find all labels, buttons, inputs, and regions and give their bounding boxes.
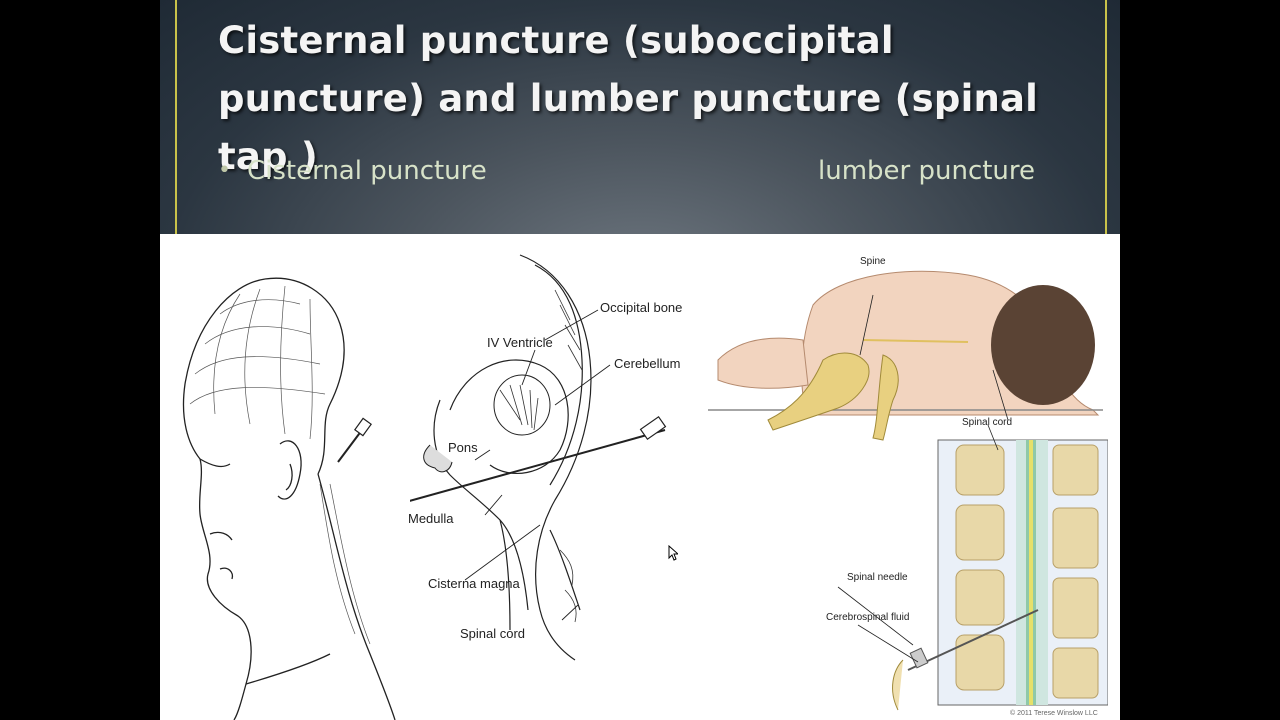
label-spinal-cord-left: Spinal cord — [460, 626, 526, 641]
slide-header: Cisternal puncture (suboccipital punctur… — [160, 0, 1120, 234]
bullet-cisternal: • Cisternal puncture — [218, 156, 487, 186]
sagittal-section-illustration — [410, 254, 667, 661]
label-spine: Spine — [860, 256, 886, 267]
label-spinal-cord-right: Spinal cord — [962, 417, 1013, 428]
label-medulla: Medulla — [408, 511, 454, 526]
label-pons: Pons — [448, 440, 478, 455]
bullet-dot-icon: • — [218, 158, 231, 183]
mouse-pointer-icon — [668, 545, 678, 561]
label-iv-ventricle: IV Ventricle — [487, 335, 553, 350]
slide: Cisternal puncture (suboccipital punctur… — [160, 0, 1120, 720]
label-cerebrospinal-fluid: Cerebrospinal fluid — [826, 612, 910, 623]
label-lumber: lumber puncture — [818, 156, 1036, 186]
label-cisterna-magna: Cisterna magna — [428, 576, 520, 591]
bullet-cisternal-label: Cisternal puncture — [246, 156, 487, 186]
label-cerebellum: Cerebellum — [614, 356, 681, 371]
accent-rule-left — [175, 0, 177, 234]
slide-title: Cisternal puncture (suboccipital punctur… — [218, 19, 1039, 178]
head-profile-illustration — [182, 277, 396, 720]
accent-rule-right — [1105, 0, 1107, 234]
lumbar-puncture-illustration — [708, 270, 1108, 711]
label-spinal-needle: Spinal needle — [847, 572, 908, 583]
label-occipital-bone: Occipital bone — [600, 300, 683, 315]
copyright-credit: © 2011 Terese Winslow LLC — [1010, 710, 1098, 717]
